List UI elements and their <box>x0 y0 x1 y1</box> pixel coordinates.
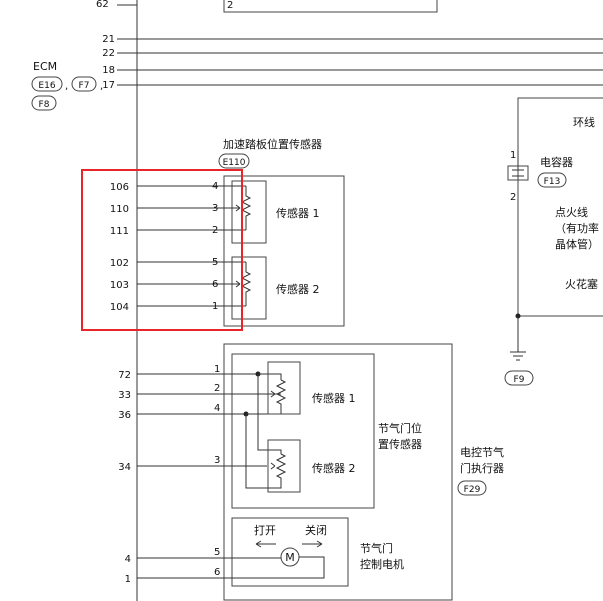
capacitor-pin-1: 1 <box>510 150 516 161</box>
pedal-ecm-pin-110: 110 <box>110 204 129 215</box>
throttle-ecm-pin-72: 72 <box>118 370 131 381</box>
tag-e110-text: E110 <box>223 158 246 168</box>
throttle-pin-2: 2 <box>214 383 220 394</box>
throttle-s2-wiper <box>270 462 276 470</box>
pedal-sensor2-label: 传感器 2 <box>276 283 320 296</box>
tag-f29 <box>457 480 487 496</box>
tag-e16-text: E16 <box>38 81 55 91</box>
throttle-s1-wiper <box>270 390 276 398</box>
pedal-ecm-pin-103: 103 <box>110 280 129 291</box>
pedal-sensor-title: 加速踏板位置传感器 <box>223 137 322 151</box>
pedal-ecm-pin-104: 104 <box>110 302 129 313</box>
pedal-pin-4: 4 <box>212 181 218 192</box>
tag-separator-2: , <box>100 81 103 92</box>
capacitor-label: 电容器 <box>540 155 573 169</box>
ring-label: 环线 <box>573 115 595 129</box>
pedal-ecm-pin-111: 111 <box>110 226 129 237</box>
tag-separator-1: , <box>65 81 68 92</box>
throttle-sensor2-label: 传感器 2 <box>312 462 356 475</box>
motor-open-arrow <box>255 540 276 548</box>
highlight-box <box>81 169 243 331</box>
ecm-pin-17: 17 <box>102 80 115 91</box>
tag-f13 <box>537 172 567 188</box>
pedal-sensor1-box <box>231 180 267 244</box>
motor-pin-5: 5 <box>214 547 220 558</box>
tag-f9-text: F9 <box>514 375 525 385</box>
ignition-label-1: 点火线 <box>555 205 588 219</box>
throttle-pin-4: 4 <box>214 403 220 414</box>
spark-plug-label: 火花塞 <box>565 277 598 291</box>
tag-f9 <box>504 370 534 386</box>
tag-f8 <box>31 95 57 111</box>
throttle-pin-3: 3 <box>214 455 220 466</box>
ecm-pin-21: 21 <box>102 34 115 45</box>
tag-f13-text: F13 <box>544 177 561 187</box>
capacitor-box <box>507 165 529 181</box>
throttle-actuator-label-2: 门执行器 <box>460 461 504 475</box>
throttle-position-sensor-box <box>231 353 375 509</box>
pedal-sensor-outer-box <box>223 175 345 327</box>
ecm-pin-top: 62 <box>96 0 109 10</box>
pedal-s2-resistor <box>240 262 252 306</box>
motor-ecm-pin-4: 4 <box>125 554 131 565</box>
throttle-s1-bottom-wire <box>246 408 282 415</box>
motor-close-label: 关闭 <box>305 523 327 537</box>
pedal-pin-2: 2 <box>212 225 218 236</box>
motor-ecm-pin-1: 1 <box>125 574 131 585</box>
pedal-s2-wiper <box>224 280 241 288</box>
throttle-pin-1: 1 <box>214 364 220 375</box>
throttle-actuator-box <box>223 343 453 601</box>
throttle-position-sensor-label-2: 置传感器 <box>378 438 422 451</box>
tag-f7 <box>71 76 97 92</box>
pedal-pin-3: 3 <box>212 203 218 214</box>
throttle-ecm-pin-34: 34 <box>118 462 131 473</box>
pedal-pin-1: 1 <box>212 301 218 312</box>
throttle-s2-top-wire <box>257 374 282 454</box>
ecm-label: ECM <box>33 60 57 73</box>
throttle-s2-resistor <box>275 453 287 482</box>
top-partial-pin: 2 <box>227 0 233 11</box>
tag-e16 <box>31 76 63 92</box>
pedal-sensor1-label: 传感器 1 <box>276 207 320 220</box>
throttle-s1-resistor <box>275 379 287 408</box>
tag-f29-text: F29 <box>464 485 481 495</box>
top-partial-box <box>223 0 438 13</box>
pedal-pin-5: 5 <box>212 257 218 268</box>
throttle-motor-box <box>231 517 349 587</box>
pedal-ecm-pin-102: 102 <box>110 258 129 269</box>
throttle-actuator-label-1: 电控节气 <box>460 445 504 459</box>
throttle-s2-bottom-wire <box>245 414 282 489</box>
throttle-sensor1-label: 传感器 1 <box>312 392 356 405</box>
throttle-ecm-pin-36: 36 <box>118 410 131 421</box>
motor-pin-6: 6 <box>214 567 220 578</box>
tag-f8-text: F8 <box>39 100 50 110</box>
wire-motor-1 <box>137 556 325 579</box>
ecm-pin-22: 22 <box>102 48 115 59</box>
throttle-sensor2-box <box>267 439 301 493</box>
pedal-s1-wiper <box>224 204 241 212</box>
motor-label-2: 控制电机 <box>360 557 404 571</box>
capacitor-pin-2: 2 <box>510 192 516 203</box>
throttle-sensor1-box <box>267 361 301 415</box>
tag-e110 <box>218 153 250 169</box>
motor-symbol-text: M <box>285 551 295 564</box>
throttle-ecm-pin-33: 33 <box>118 390 131 401</box>
motor-open-label: 打开 <box>254 523 276 537</box>
ignition-label-3: 晶体管） <box>555 237 599 251</box>
ignition-label-2: （有功率 <box>555 221 599 235</box>
ecm-pin-18: 18 <box>102 65 115 76</box>
tag-f7-text: F7 <box>79 81 90 91</box>
throttle-position-sensor-label-1: 节气门位 <box>378 421 422 435</box>
ring-box <box>517 97 603 317</box>
motor-close-arrow <box>302 540 323 548</box>
motor-label-1: 节气门 <box>360 541 393 555</box>
throttle-s1-top-wire <box>258 373 282 380</box>
pedal-pin-6: 6 <box>212 279 218 290</box>
pedal-s1-resistor <box>240 186 252 230</box>
pedal-ecm-pin-106: 106 <box>110 182 129 193</box>
pedal-sensor2-box <box>231 256 267 320</box>
